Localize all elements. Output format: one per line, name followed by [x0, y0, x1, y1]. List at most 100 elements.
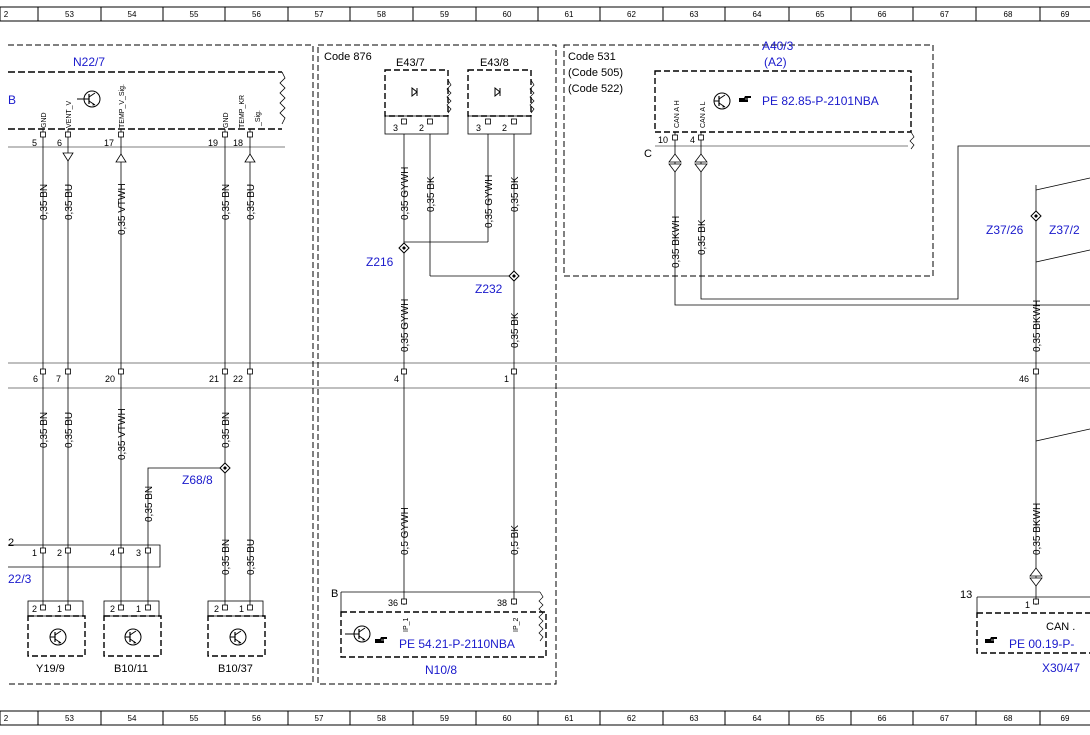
pin-box [65, 368, 71, 375]
component-b10-11 [103, 600, 162, 657]
pin-c22-2: 2 [57, 548, 62, 558]
component-label-can: CAN . [1046, 621, 1075, 633]
ruler-label: 64 [753, 714, 762, 723]
ruler-label: 60 [503, 714, 512, 723]
wire-label: 0,35 BK [510, 176, 521, 212]
left-terminal-marks [62, 152, 256, 163]
pin-label-can-h: CAN A H [674, 100, 681, 128]
module-a40-3 [654, 70, 915, 150]
connector-label-c: C [644, 148, 652, 160]
ruler-label: 57 [315, 10, 324, 19]
ruler-label: 55 [190, 10, 199, 19]
pin-box [485, 118, 491, 125]
pin-box [65, 547, 71, 554]
pin-n10-38: 38 [497, 598, 507, 608]
pin-n22-5: 5 [32, 138, 37, 148]
ruler-label: 68 [1004, 714, 1013, 723]
wire-label: 0,35 GYWH [400, 299, 411, 352]
component-label-y19-9: Y19/9 [36, 663, 65, 675]
ruler-label: 2 [4, 714, 9, 723]
pin-j-46: 46 [1019, 374, 1029, 384]
ruler-label: 69 [1061, 714, 1070, 723]
pin-e43-7-2: 2 [419, 123, 424, 133]
pin-box [427, 118, 433, 125]
pin-box [40, 604, 46, 611]
pin-box [145, 604, 151, 611]
splice-label-z37-2: Z37/2 [1049, 223, 1080, 237]
wire-label: 0,35 BK [426, 176, 437, 212]
wire-label: 0,5 GYWH [400, 507, 411, 555]
component-label-22-3: 22/3 [8, 572, 32, 586]
wire-label: 0,35 BN [144, 486, 155, 522]
splice-label-z68-8: Z68/8 [182, 473, 213, 487]
pin-box [222, 604, 228, 611]
group-label-code876: Code 876 [324, 51, 372, 63]
ruler-label: 67 [940, 10, 949, 19]
pin-box [222, 368, 228, 375]
splice-label-z232: Z232 [475, 282, 503, 296]
component-label-e43-7: E43/7 [396, 57, 425, 69]
pin-x30-1: 1 [1025, 600, 1030, 610]
pin-box [698, 134, 704, 141]
pin-j-1: 1 [504, 374, 509, 384]
ruler-label: 59 [440, 10, 449, 19]
pin-b11-1: 1 [136, 604, 141, 614]
pin-box [222, 131, 228, 138]
pin-box [511, 368, 517, 375]
pin-label-ip-1: IP_1 [403, 617, 410, 632]
wire-label: 0,35 BK [510, 312, 521, 348]
wire-label: 0,35 BKWH [1032, 300, 1043, 352]
group-label-code531: Code 531 [568, 51, 616, 63]
pin-e43-8-2: 2 [502, 123, 507, 133]
pin-j-21: 21 [209, 374, 219, 384]
pin-label-vent-v: VENT_V [66, 100, 73, 128]
wire-label: 0,35 BN [39, 184, 50, 220]
pin-box [65, 131, 71, 138]
connector-22-3 [8, 544, 161, 568]
pin-e43-7-3: 3 [393, 123, 398, 133]
wire-label: 0,35 BU [64, 412, 75, 448]
pin-j-22: 22 [233, 374, 243, 384]
ruler-label: 62 [627, 10, 636, 19]
ref-x30-47: PE 00.19-P- [1009, 637, 1074, 651]
ruler-label: 65 [816, 10, 825, 19]
pin-box [247, 131, 253, 138]
wire-label: 0,35 BN [221, 539, 232, 575]
pin-function-labels: GND VENT_V TEMP_V_Sig. GND TEMP_KR _Sig.… [41, 84, 707, 632]
ruler-label: 63 [690, 10, 699, 19]
pin-j-4: 4 [394, 374, 399, 384]
pin-label-gnd2: GND [223, 112, 230, 128]
splice-z68-8-mark [219, 462, 231, 474]
ruler-label: 53 [65, 714, 74, 723]
pin-box [511, 598, 517, 605]
ruler-label: 58 [377, 10, 386, 19]
pin-j-7: 7 [56, 374, 61, 384]
module-x30-47 [976, 596, 1090, 654]
wire-label: 0,35 GYWH [400, 167, 411, 220]
splice-label-z37-26: Z37/26 [986, 223, 1024, 237]
splice-z216-mark [398, 242, 410, 254]
ruler-label: 67 [940, 714, 949, 723]
wire-label: 0,35 BN [221, 412, 232, 448]
wire-label: 0,35 BK [697, 219, 708, 255]
component-label-b10-11: B10/11 [114, 663, 148, 675]
wire-label: 0,5 BK [510, 525, 521, 555]
left-wires [42, 129, 251, 605]
module-n22-7 [8, 71, 286, 130]
ruler-label: 58 [377, 714, 386, 723]
pin-j-6: 6 [33, 374, 38, 384]
ruler-label: 56 [252, 10, 261, 19]
pin-box [401, 598, 407, 605]
labels: Code 876 Code 531 (Code 505) (Code 522) … [8, 39, 1080, 677]
ruler-label: 64 [753, 10, 762, 19]
middle-wires [403, 134, 515, 605]
component-label-frag-b: B [8, 93, 16, 107]
wire-label: 0,35 BN [221, 184, 232, 220]
pin-j-20: 20 [105, 374, 115, 384]
ruler-label: 69 [1061, 10, 1070, 19]
frame-code531 [563, 44, 934, 277]
pin-b11-2: 2 [110, 604, 115, 614]
wire-label: 0,35 VTWH [117, 408, 128, 460]
pin-boxes [40, 118, 1039, 611]
pin-box [1033, 598, 1039, 605]
